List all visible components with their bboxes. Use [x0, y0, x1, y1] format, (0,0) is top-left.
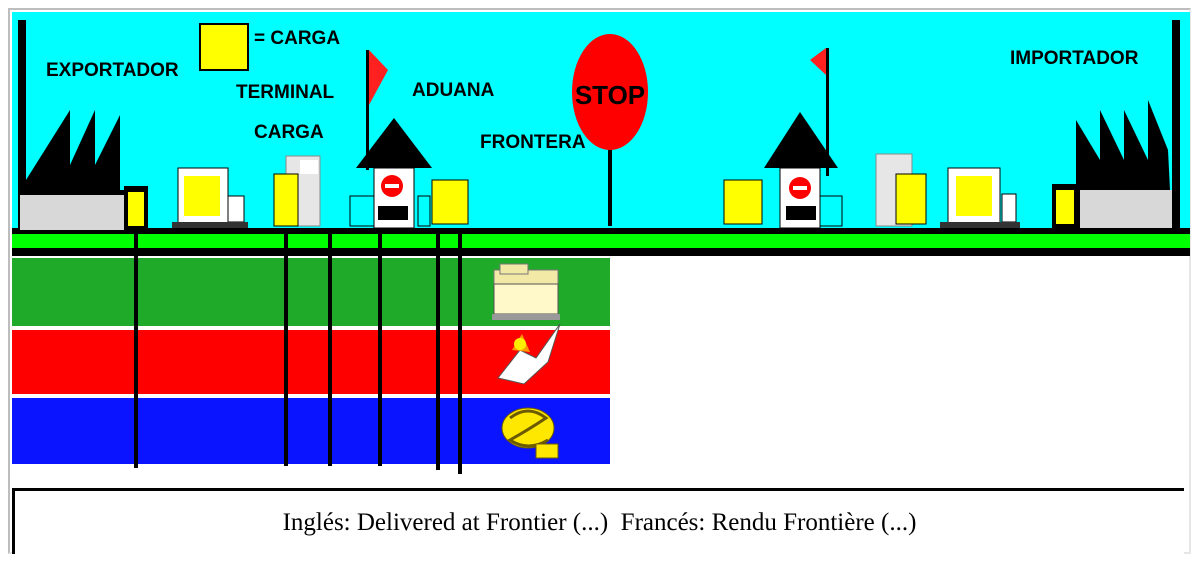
ground-strip [12, 228, 1190, 234]
customs-house-left [349, 50, 432, 229]
exportador-label: EXPORTADOR [46, 60, 179, 81]
frontera-label: FRONTERA [480, 132, 586, 153]
cargo-box-border [431, 179, 469, 225]
importador-label: IMPORTADOR [1010, 48, 1139, 69]
money-icon [501, 407, 559, 459]
carga-label: CARGA [254, 122, 324, 143]
terminal-label: TERMINAL [236, 82, 335, 103]
caption-text: Inglés: Delivered at Frontier (...) Fran… [282, 508, 917, 536]
ship-fire-icon [497, 323, 561, 385]
cargo-legend-text: = CARGA [254, 28, 340, 49]
computer-icon-right [940, 167, 1020, 228]
folder-icon [492, 263, 560, 320]
band-divider-2 [12, 394, 610, 398]
aduana-label: ADUANA [412, 80, 495, 101]
road-line [12, 248, 1190, 256]
band-divider-1 [12, 326, 610, 330]
importer-factory [1052, 20, 1180, 230]
incoterm-caption: Inglés: Delivered at Frontier (...) Fran… [12, 488, 1184, 554]
computer-icon-left [172, 167, 248, 228]
stop-sign: STOP [572, 34, 648, 226]
cargo-box-right [723, 179, 763, 225]
delivery-diagram: STOP = CARGA EXPORTADOR TERMINAL CAR [12, 12, 1190, 474]
exporter-factory [18, 20, 148, 230]
customs-house-right [764, 48, 843, 229]
cargo-legend-swatch [199, 23, 249, 71]
ground-grass [12, 234, 1190, 248]
stop-label: STOP [575, 80, 645, 110]
delivery-point-lines [134, 232, 462, 474]
terminal-building [273, 155, 321, 227]
terminal-building-right [875, 153, 927, 227]
